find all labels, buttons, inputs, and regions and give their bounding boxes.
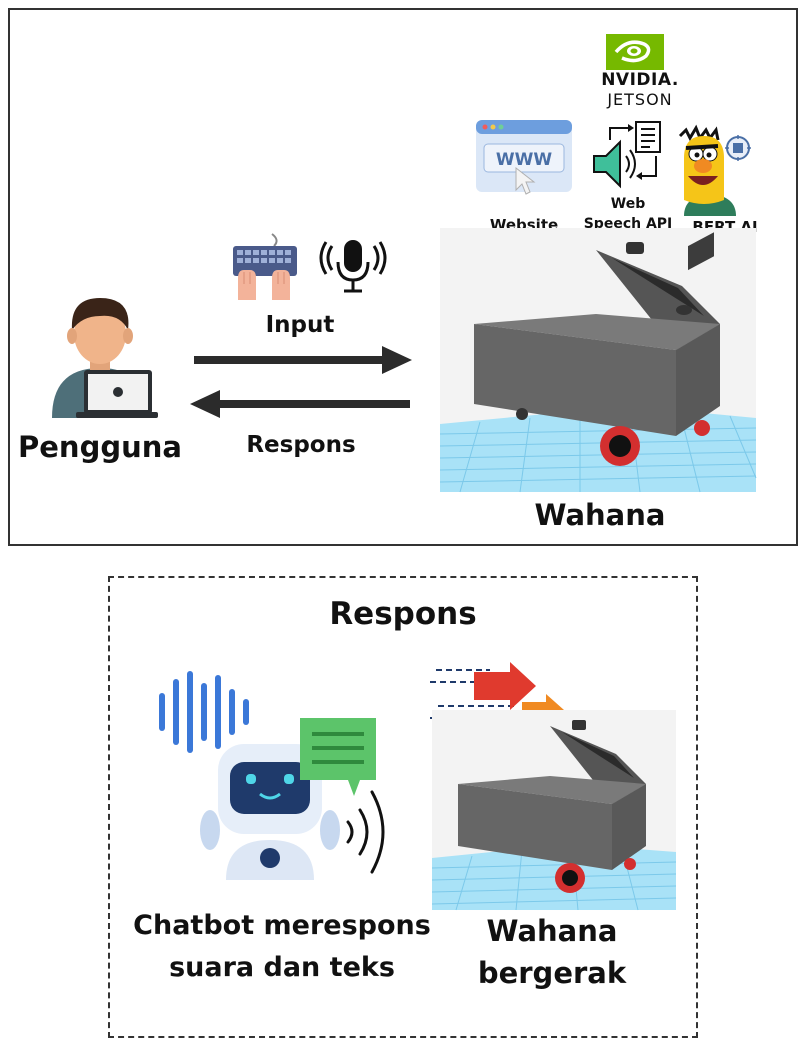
website-browser-icon: WWW bbox=[476, 120, 572, 195]
system-overview-panel bbox=[8, 8, 798, 546]
user-with-laptop-icon bbox=[52, 298, 158, 418]
chat-bubble-icon bbox=[300, 718, 376, 796]
response-arrow bbox=[190, 390, 410, 418]
bert-character-icon bbox=[678, 124, 751, 216]
keyboard-typing-icon bbox=[233, 233, 297, 300]
chatbot-robot-icon bbox=[200, 744, 340, 880]
jetson-text: JETSON bbox=[607, 90, 673, 109]
sound-wave-icon bbox=[159, 671, 249, 753]
response-panel bbox=[108, 576, 698, 1038]
vehicle-moving-label-line1: Wahana bbox=[486, 914, 618, 948]
input-label: Input bbox=[265, 312, 335, 338]
vehicle-robot-icon bbox=[439, 228, 757, 493]
vehicle-label: Wahana bbox=[534, 498, 666, 532]
response-panel-title: Respons bbox=[329, 596, 477, 632]
nvidia-text: NVIDIA. bbox=[601, 70, 679, 90]
microphone-icon bbox=[319, 240, 387, 293]
vehicle-moving-icon bbox=[431, 710, 677, 911]
speech-to-text-icon bbox=[593, 121, 661, 189]
input-arrow bbox=[194, 346, 412, 374]
webspeech-label-line1: Web bbox=[610, 196, 646, 212]
vehicle-moving-label-line2: bergerak bbox=[477, 956, 627, 990]
response-label: Respons bbox=[246, 432, 356, 458]
user-label: Pengguna bbox=[18, 430, 182, 464]
nvidia-logo-icon bbox=[606, 34, 664, 70]
www-text: WWW bbox=[496, 150, 553, 170]
chatbot-label-line2: suara dan teks bbox=[169, 952, 395, 983]
chatbot-label-line1: Chatbot merespons bbox=[133, 910, 431, 941]
sound-emission-icon bbox=[346, 790, 385, 874]
